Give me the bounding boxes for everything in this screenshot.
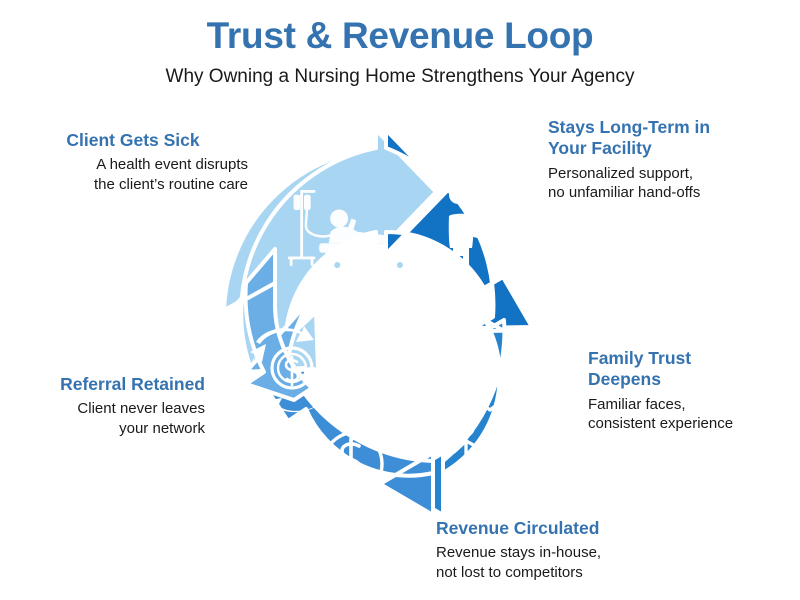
callout-client-gets-sick-title: Client Gets Sick [66,130,200,150]
callout-referral-retained-body: Client never leaves your network [77,400,205,438]
page-title: Trust & Revenue Loop [206,15,594,56]
callout-family-trust-deepens-title: Family Trust Deepens [588,348,692,390]
callout-client-gets-sick: Client Gets Sick A health event disrupts… [18,130,248,195]
callout-stays-long-term-body: Personalized support, no unfamiliar hand… [548,164,701,202]
segment-stays-long-term [384,128,548,330]
callout-referral-retained-title: Referral Retained [60,374,205,394]
dollar-cycle-icon [320,423,384,508]
callout-stays-long-term-title: Stays Long-Term in Your Facility [548,117,711,159]
segment-revenue-circulated-band [254,367,435,517]
money-recirculation-sparkle-icon [236,326,346,433]
callout-family-trust-deepens-body: Familiar faces, consistent experience [588,395,734,433]
header: Trust & Revenue Loop Why Owning a Nursin… [0,15,800,88]
callout-revenue-circulated: Revenue Circulated Revenue stays in-hous… [436,518,736,583]
segment-revenue-circulated [254,367,435,517]
callout-stays-long-term: Stays Long-Term in Your Facility Persona… [548,117,784,203]
caregiver-wheelchair-icon [448,186,548,279]
callout-client-gets-sick-body: A health event disrupts the client’s rou… [94,156,248,194]
segment-referral-retained [212,247,346,433]
cycle-diagram [212,128,548,517]
family-heart-icon [452,363,536,482]
callout-revenue-circulated-body: Revenue stays in-house, not lost to comp… [436,544,602,582]
callout-referral-retained: Referral Retained Client never leaves yo… [10,374,205,439]
callout-revenue-circulated-title: Revenue Circulated [436,518,600,538]
callout-family-trust-deepens: Family Trust Deepens Familiar faces, con… [588,348,793,434]
page-subtitle: Why Owning a Nursing Home Strengthens Yo… [165,65,635,87]
